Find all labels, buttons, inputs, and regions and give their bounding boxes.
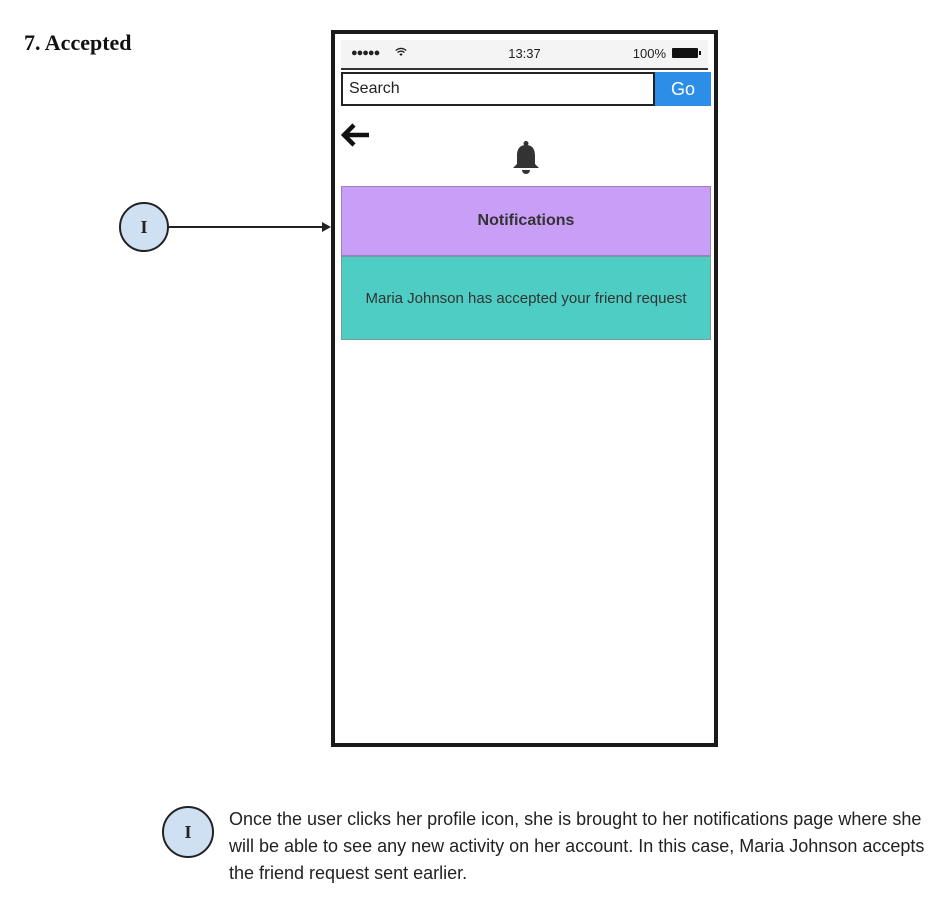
callout-arrow-head	[322, 222, 331, 232]
callout-marker: I	[162, 806, 214, 858]
battery-icon	[672, 48, 701, 58]
status-time: 13:37	[508, 46, 541, 61]
battery-percent: 100%	[632, 46, 666, 61]
page-title: 7. Accepted	[24, 30, 132, 55]
status-bar: ●●●●● 13:37 100%	[341, 40, 708, 70]
search-input[interactable]	[341, 72, 655, 106]
callout-description: Once the user clicks her profile icon, s…	[229, 809, 925, 883]
signal-icon: ●●●●●	[351, 47, 380, 59]
notifications-header: Notifications	[341, 186, 711, 256]
notification-item[interactable]: Maria Johnson has accepted your friend r…	[341, 256, 711, 340]
bell-icon[interactable]	[510, 140, 542, 176]
go-button[interactable]: Go	[655, 72, 711, 106]
callout-arrow-line	[169, 226, 325, 228]
phone-mockup: ●●●●● 13:37 100% Go Notifications Maria …	[331, 30, 718, 747]
wifi-icon	[395, 46, 407, 60]
callout-marker: I	[119, 202, 169, 252]
back-arrow-icon[interactable]	[339, 120, 373, 150]
